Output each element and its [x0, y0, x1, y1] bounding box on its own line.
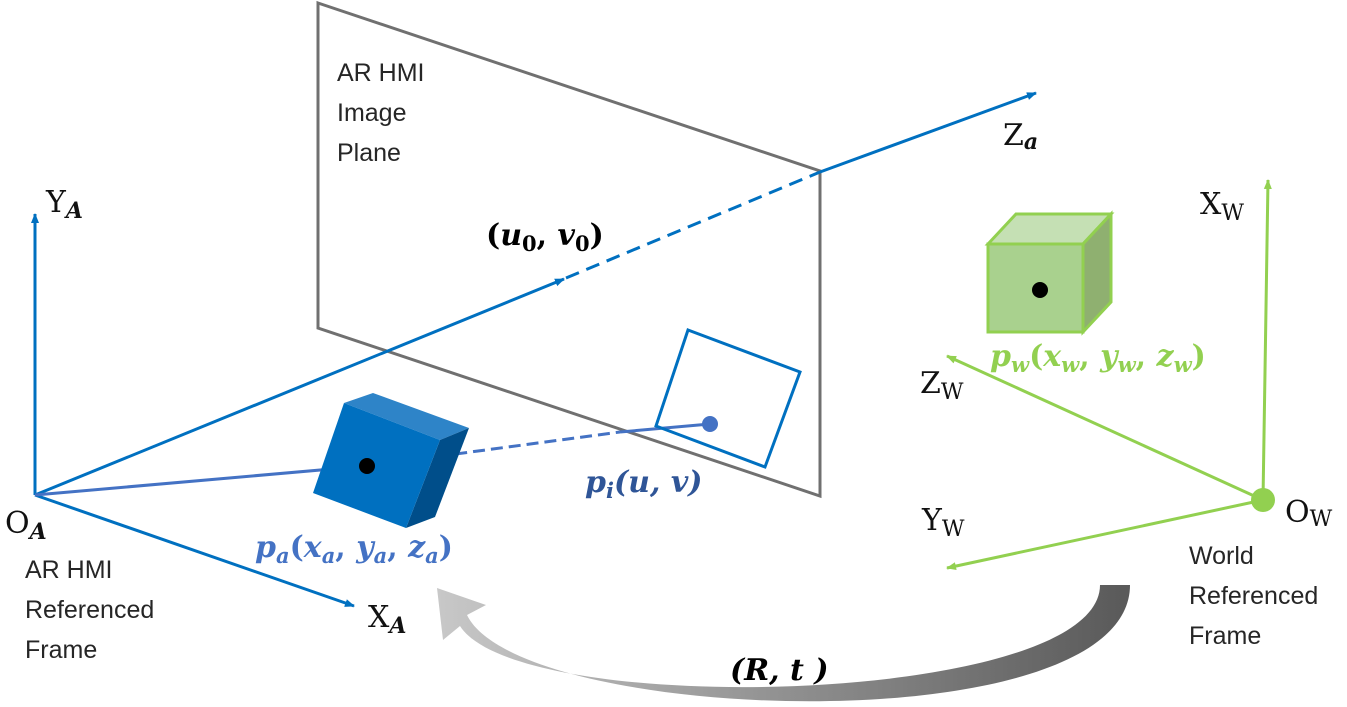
- za-label: Za: [1003, 118, 1038, 155]
- za-axis: [819, 91, 1037, 174]
- xw-axis: [1261, 179, 1272, 501]
- xa-axis: [34, 493, 355, 608]
- projected-object: [654, 328, 802, 469]
- image-point-label: pi(u, v): [585, 465, 703, 503]
- ya-label: YA: [45, 185, 83, 224]
- image-plane-label: AR HMI Image Plane: [337, 59, 431, 167]
- ar-point-label: pa(xa, ya, za): [255, 530, 453, 568]
- image-point-dot: [702, 416, 718, 432]
- world-point-label: pw(xw, yw, zw): [990, 339, 1206, 377]
- world-point-dot: [1032, 282, 1048, 298]
- xa-label: XA: [368, 600, 406, 639]
- optical-axis-dashed: [565, 170, 821, 280]
- world-frame-label: World Referenced Frame: [1189, 542, 1325, 650]
- projection-ray-front: [34, 464, 367, 497]
- yw-label: YW: [921, 503, 965, 542]
- zw-label: ZW: [920, 366, 964, 405]
- image-plane: [316, 0, 822, 499]
- transform-arrow: [437, 585, 1130, 702]
- ow-origin-dot: [1251, 488, 1275, 512]
- yw-axis: [946, 498, 1264, 571]
- ar-point-dot: [359, 458, 375, 474]
- oa-label: OA: [5, 506, 47, 545]
- principal-point-label: (u0, v0): [486, 218, 604, 256]
- optical-axis-front: [34, 277, 565, 497]
- ar-cube: [313, 393, 469, 528]
- xw-label: XW: [1200, 187, 1244, 226]
- zw-axis: [946, 354, 1264, 502]
- ar-frame-label: AR HMI Referenced Frame: [25, 556, 161, 664]
- ow-label: OW: [1285, 495, 1333, 532]
- transform-label: (R, t ): [730, 653, 829, 688]
- world-cube: [984, 210, 1115, 336]
